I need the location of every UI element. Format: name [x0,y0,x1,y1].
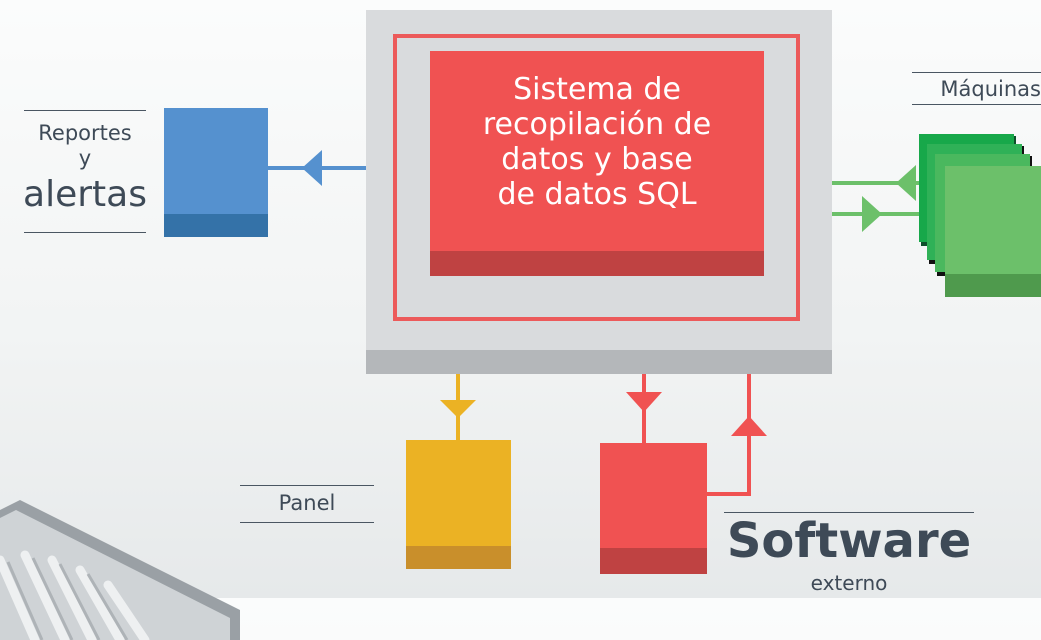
machines-label: Máquinas [940,77,1041,101]
central-system-base [366,350,832,374]
reports-block [164,108,268,214]
machine-card-front-shadow [945,274,1041,297]
software-top-rule [724,512,974,513]
central-title-line: Sistema de [513,72,681,107]
panel-block-shadow [406,546,511,569]
central-title-line: de datos SQL [497,177,697,212]
reports-bottom-rule [24,232,146,233]
machines-top-rule [912,72,1041,73]
software-subtitle: externo [810,571,888,595]
machines-bottom-rule [912,104,1041,105]
panel-bottom-rule [240,522,374,523]
software-block [600,443,707,548]
central-system-box [430,51,764,276]
software-block-shadow [600,548,707,574]
machine-card-front [945,166,1041,274]
software-title: Software [726,513,972,569]
central-title-line: datos y base [501,142,693,177]
reports-label-line2: y [78,146,92,170]
panel-block [406,440,511,546]
panel-top-rule [240,485,374,486]
reports-top-rule [24,110,146,111]
central-system-title: Sistema de recopilación de datos y base … [430,72,764,212]
central-system-box-shadow [430,251,764,276]
reports-block-shadow [164,214,268,237]
central-title-line: recopilación de [482,107,712,142]
reports-label-line3: alertas [23,174,147,215]
panel-label: Panel [278,491,336,515]
central-system-frame [393,34,800,321]
reports-label-line1: Reportes [38,121,132,145]
